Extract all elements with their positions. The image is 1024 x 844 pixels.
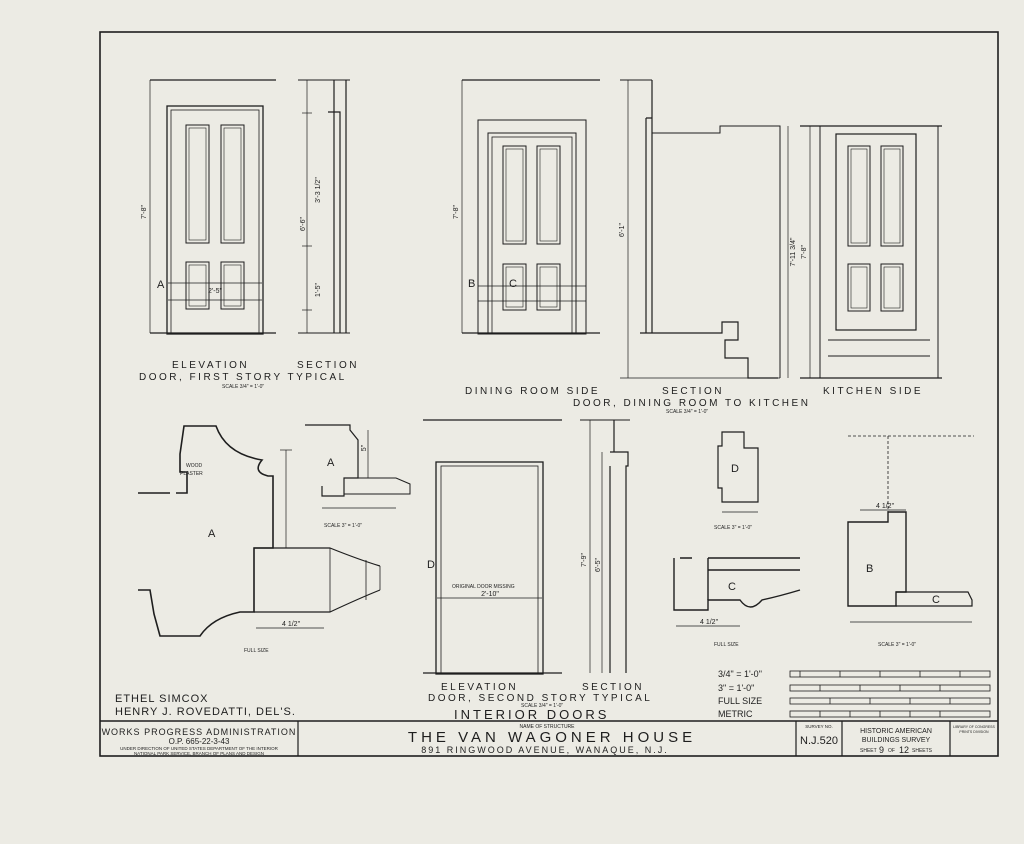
first-height-dim: 7'-8" <box>141 205 148 219</box>
detail-b-label: B <box>866 563 873 575</box>
first-door-dim: 6'-6" <box>300 217 307 231</box>
second-height-dim: 7'-9" <box>581 553 588 567</box>
first-story-section-caption: SECTION <box>297 360 359 371</box>
dining-section-caption: SECTION <box>662 386 724 397</box>
direction-line-1: UNDER DIRECTION OF UNITED STATES DEPARTM… <box>120 746 279 751</box>
scale-label-3-4: 3/4" = 1'-0" <box>718 669 762 679</box>
second-door-dim: 6'-5" <box>595 558 602 572</box>
direction-line-2: NATIONAL PARK SERVICE, BRANCH OF PLANS A… <box>134 751 264 756</box>
wood-label: WOOD <box>186 463 202 469</box>
original-door-missing-label: ORIGINAL DOOR MISSING <box>452 584 515 590</box>
section-mark-c: C <box>509 278 517 290</box>
full-size-caption-2: FULL SIZE <box>714 642 739 648</box>
detail-a-height-dim: 5" <box>361 444 368 451</box>
detail-a-small: A 5" SCALE 3" = 1'-0" <box>305 424 411 529</box>
plaster-label: PLASTER <box>180 471 203 477</box>
structure-address: 891 RINGWOOD AVENUE, WANAQUE, N.J. <box>421 745 669 755</box>
sheets-label: SHEETS <box>912 748 933 754</box>
detail-b-c-label: C <box>932 594 940 606</box>
section-mark-a: A <box>157 279 165 291</box>
dining-room-side-caption: DINING ROOM SIDE <box>465 386 600 397</box>
dining-room-elevation: 7'-8" B C <box>453 79 600 335</box>
first-story-section: 6'-6" 3'-3 1/2" 1'-5" <box>298 79 350 334</box>
full-size-caption-1: FULL SIZE <box>244 648 269 654</box>
survey-no-label: SURVEY NO. <box>805 724 833 729</box>
loc-line-1: LIBRARY OF CONGRESS <box>953 725 995 729</box>
second-story-scale: SCALE 3/4" = 1'-0" <box>521 703 563 709</box>
detail-c-full-size: C 4 1/2" FULL SIZE <box>673 557 801 648</box>
detail-c-label: C <box>728 581 736 593</box>
detail-c-width-dim: 4 1/2" <box>700 619 719 626</box>
kitchen-side-elevation: 7'-8" <box>800 125 942 379</box>
interior-doors-title: INTERIOR DOORS <box>454 707 609 722</box>
detail-a-full-size: A WOOD PLASTER 4 1/2" FULL SIZE <box>138 425 381 654</box>
detail-a-label: A <box>208 528 216 540</box>
credit-line-1: ETHEL SIMCOX <box>115 693 209 705</box>
sheet-total: 12 <box>899 745 909 755</box>
sheet-label: SHEET <box>860 748 877 754</box>
first-rail-dim: 3'-3 1/2" <box>315 177 322 203</box>
first-story-elevation: 7'-8" 2'-5" A <box>141 79 276 335</box>
kitchen-height-dim: 7'-8" <box>801 245 808 259</box>
op-number: O.P. 665-22-3-43 <box>169 737 230 746</box>
dining-total-dim: 7'-11 3/4" <box>790 237 797 267</box>
detail-b-scale: SCALE 3" = 1'-0" <box>878 642 916 648</box>
second-story-elevation: 2'-10" ORIGINAL DOOR MISSING D <box>423 419 562 675</box>
sheet-border <box>99 31 999 757</box>
title-block: WORKS PROGRESS ADMINISTRATION O.P. 665-2… <box>100 720 998 756</box>
sheet-of-label: OF <box>888 748 895 754</box>
first-story-scale: SCALE 3/4" = 1'-0" <box>222 384 264 390</box>
first-width-dim: 2'-5" <box>208 288 222 295</box>
detail-a-small-label: A <box>327 457 335 469</box>
second-story-section: 7'-9" 6'-5" <box>580 419 630 673</box>
second-story-caption-line2: DOOR, SECOND STORY TYPICAL <box>428 693 652 704</box>
scale-label-3: 3" = 1'-0" <box>718 683 754 693</box>
name-of-structure-label: NAME OF STRUCTURE <box>520 724 576 730</box>
first-bottom-dim: 1'-5" <box>315 283 322 297</box>
dining-scale: SCALE 3/4" = 1'-0" <box>666 409 708 415</box>
kitchen-side-caption: KITCHEN SIDE <box>823 386 923 397</box>
section-mark-d: D <box>427 559 435 571</box>
second-story-elevation-caption: ELEVATION <box>441 682 518 693</box>
second-story-section-caption: SECTION <box>582 682 644 693</box>
scale-label-metric: METRIC <box>718 709 753 719</box>
survey-number: N.J.520 <box>800 735 838 747</box>
scale-label-full: FULL SIZE <box>718 696 762 706</box>
detail-b-width-dim: 4 1/2" <box>876 503 895 510</box>
graphic-scales: 3/4" = 1'-0" 3" = 1'-0" FULL SIZE METRIC <box>718 669 991 719</box>
credit-line-2: HENRY J. ROVEDATTI, DEL'S. <box>115 706 296 718</box>
detail-d: D SCALE 3" = 1'-0" <box>714 431 759 531</box>
detail-a-width-dim: 4 1/2" <box>282 621 301 628</box>
section-mark-b: B <box>468 278 475 290</box>
second-width-dim: 2'-10" <box>481 591 499 598</box>
detail-d-label: D <box>731 463 739 475</box>
structure-name: THE VAN WAGONER HOUSE <box>408 729 696 746</box>
first-story-caption-line2: DOOR, FIRST STORY TYPICAL <box>139 372 347 383</box>
detail-a-scale: SCALE 3" = 1'-0" <box>324 523 362 529</box>
loc-line-2: PRINTS DIVISION <box>959 730 989 734</box>
dining-height-dim: 7'-8" <box>453 205 460 219</box>
wpa-label: WORKS PROGRESS ADMINISTRATION <box>102 727 297 737</box>
dining-door-caption: DOOR, DINING ROOM TO KITCHEN <box>573 398 810 409</box>
dining-section: 6'-1" 7'-11 3/4" <box>619 79 797 379</box>
detail-b: B C 4 1/2" SCALE 3" = 1'-0" <box>847 435 974 648</box>
habs-line-2: BUILDINGS SURVEY <box>862 737 931 744</box>
dining-door-dim: 6'-1" <box>619 223 626 237</box>
detail-d-scale: SCALE 3" = 1'-0" <box>714 525 752 531</box>
first-story-elevation-caption: ELEVATION <box>172 360 249 371</box>
sheet-number: 9 <box>879 745 884 755</box>
habs-line-1: HISTORIC AMERICAN <box>860 728 932 735</box>
